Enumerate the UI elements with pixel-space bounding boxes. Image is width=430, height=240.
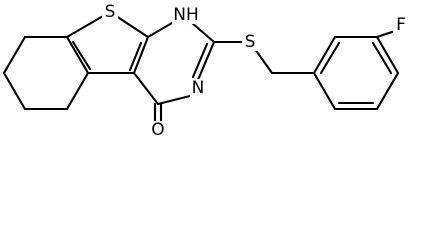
thiophene-sulfur-label: S: [105, 2, 116, 22]
bond-c4-c4a: [132, 71, 160, 106]
double-bond-inner-c2-n3: [191, 42, 209, 79]
bond-ar4-ar5: [375, 71, 400, 111]
nh-bg: [172, 6, 198, 24]
bond-c7-c8: [2, 71, 27, 111]
double-bond-inner-c8a-c9a: [71, 40, 92, 71]
bond-c6-c7: [2, 35, 27, 75]
cyclohexane-ring: [2, 35, 90, 111]
thioether-linker: [212, 40, 316, 75]
chemical-structure-diagram: S NH S N O F: [2, 2, 409, 140]
pyrimidinone-ring: [132, 14, 216, 106]
bond-c7a-c4a: [132, 35, 150, 75]
carbonyl-group: [153, 102, 163, 124]
bond-c9-c9a: [65, 71, 90, 111]
aromatic-inner-ar1-ar2: [319, 41, 341, 75]
bond-c4a-c5: [65, 35, 90, 75]
fluorine-label: F: [396, 15, 406, 35]
carbonyl-oxygen-label: O: [151, 120, 164, 140]
n3-bg: [190, 79, 206, 97]
bond-c2-n3: [196, 40, 216, 82]
double-bond-inner-c7a-c4a: [128, 41, 143, 72]
fluorobenzene-ring: [312, 28, 400, 111]
thioether-sulfur-label: S: [245, 32, 256, 52]
aromatic-inner-ar3-ar4: [371, 41, 393, 75]
bond-ar1-ar2: [312, 35, 337, 75]
fluorine-bg: [393, 16, 409, 34]
bond-ar6-ar1: [312, 71, 337, 111]
thiophene-s-bg: [102, 3, 118, 21]
thioether-s-bg: [242, 33, 258, 51]
bond-ar3-ar4: [375, 35, 400, 75]
oxygen-bg: [150, 121, 166, 139]
amine-nh-label: NH: [173, 5, 199, 25]
atom-labels: S NH S N O F: [102, 2, 409, 140]
ring-nitrogen-label: N: [192, 78, 205, 98]
